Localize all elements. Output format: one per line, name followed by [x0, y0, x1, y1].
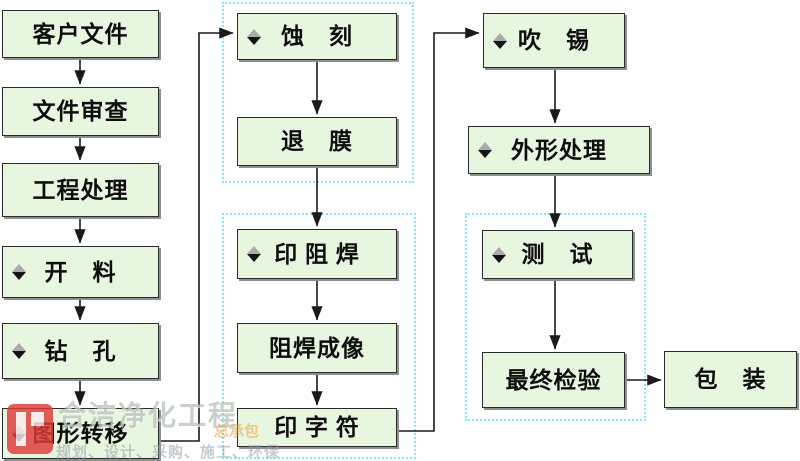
diamond-bullet-icon — [247, 246, 261, 262]
node-label: 最终检验 — [505, 367, 602, 393]
node-soldermask-imaging: 阻焊成像 — [237, 323, 397, 373]
node-file-review: 文件审查 — [2, 87, 159, 136]
node-etching: 蚀 刻 — [237, 13, 397, 60]
node-label: 钻 孔 — [44, 338, 117, 364]
node-label: 蚀 刻 — [281, 24, 353, 49]
node-label: 外形处理 — [511, 137, 607, 163]
node-label: 开 料 — [44, 259, 117, 285]
node-label: 包 装 — [694, 367, 767, 392]
node-label: 文件审查 — [32, 99, 129, 124]
node-label: 印 字 符 — [274, 415, 360, 440]
diamond-bullet-icon — [12, 264, 26, 280]
node-film-stripping: 退 膜 — [237, 117, 397, 166]
node-label: 退 膜 — [281, 129, 353, 154]
node-label: 阻焊成像 — [269, 335, 365, 361]
node-material-cutting: 开 料 — [2, 246, 159, 298]
node-soldermask-printing: 印 阻 焊 — [237, 229, 397, 279]
node-label: 图形转移 — [32, 421, 129, 446]
group-etch-strip-frame — [222, 2, 414, 183]
diamond-bullet-icon — [247, 28, 261, 45]
node-customer-files: 客户文件 — [2, 10, 159, 58]
node-label: 测 试 — [521, 242, 594, 267]
node-legend-printing: 印 字 符 — [237, 408, 397, 447]
node-drilling: 钻 孔 — [2, 323, 159, 379]
node-label: 印 阻 焊 — [274, 241, 360, 267]
node-tin-blowing: 吹 锡 — [483, 13, 625, 68]
diamond-bullet-icon — [12, 343, 26, 359]
diamond-bullet-icon — [493, 32, 507, 49]
diamond-bullet-icon — [478, 142, 492, 158]
node-profile-processing: 外形处理 — [468, 126, 650, 174]
node-pattern-transfer: 图形转移 — [2, 408, 159, 459]
node-label: 客户文件 — [32, 21, 129, 47]
node-label: 工程处理 — [32, 177, 129, 203]
node-packaging: 包 装 — [664, 351, 797, 408]
diamond-bullet-icon — [12, 425, 26, 442]
node-label: 吹 锡 — [518, 28, 590, 53]
node-testing: 测 试 — [482, 230, 633, 279]
diamond-bullet-icon — [492, 246, 506, 263]
node-engineering-processing: 工程处理 — [2, 163, 159, 217]
node-final-inspection: 最终检验 — [482, 352, 625, 408]
